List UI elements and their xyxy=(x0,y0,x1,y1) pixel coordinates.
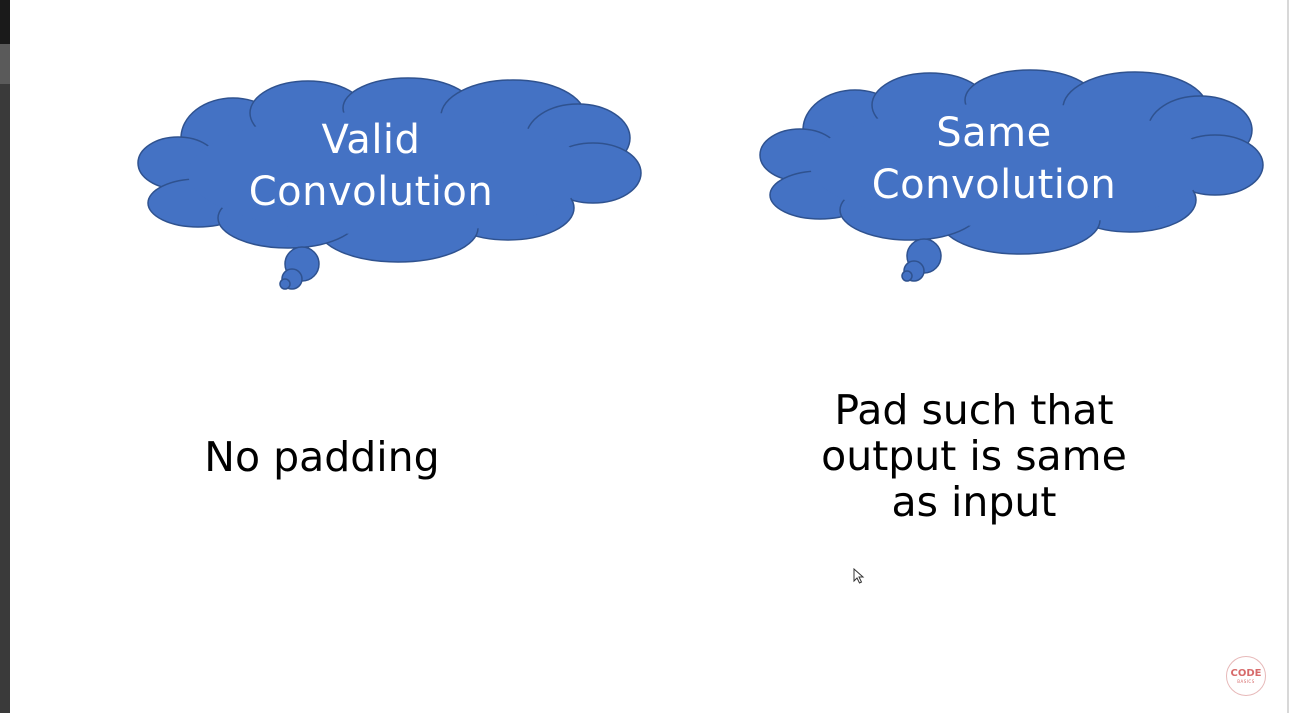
mouse-cursor-icon xyxy=(853,568,865,584)
left-cloud-title: Valid Convolution xyxy=(248,117,494,215)
edge-segment-mid xyxy=(0,44,10,84)
left-thought-cloud xyxy=(137,77,642,290)
window-right-edge xyxy=(1287,0,1289,713)
logo-line-1: CODE xyxy=(1230,667,1262,679)
right-cloud-title: Same Convolution xyxy=(871,110,1117,208)
codebasics-logo: CODE BASICS xyxy=(1226,656,1266,696)
logo-line-2: BASICS xyxy=(1237,678,1255,684)
right-description: Pad such that output is same as input xyxy=(821,386,1127,526)
right-thought-cloud xyxy=(759,69,1264,282)
left-description: No padding xyxy=(204,433,440,481)
edge-segment-dark xyxy=(0,0,10,44)
window-left-edge xyxy=(0,0,10,713)
